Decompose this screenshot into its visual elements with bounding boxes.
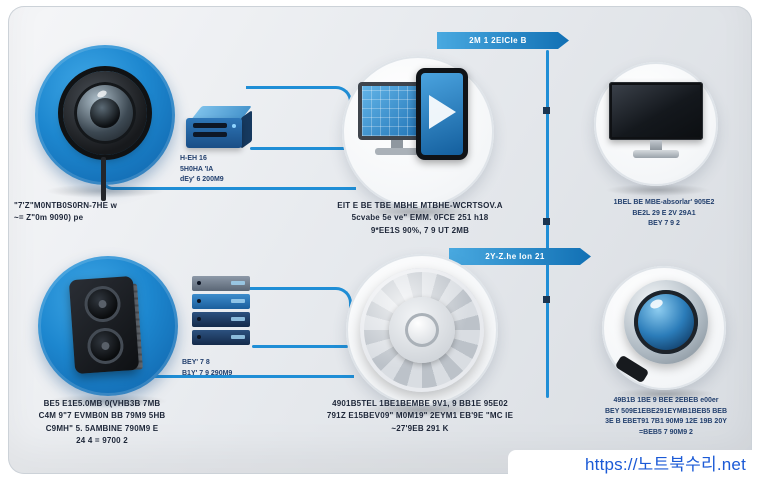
hub-circle-devices [342,56,494,208]
watermark-strip [508,450,760,480]
caption-line: ~= Z"0m 9090) pe [14,213,84,223]
timeline-line [546,252,549,398]
flat-monitor-icon [609,82,703,158]
timeline-dot [543,218,550,225]
flow-banner-1: 2M 1 2EICIe B [437,32,569,49]
caption-line: C9MH" 5. 5AMBINE 790M9 E [45,423,159,433]
watermark-link[interactable]: https://노트북수리.net [585,455,746,474]
caption-line: 1BEL BE MBE-absorlar' 905E2 [613,199,715,206]
caption-line: 5H0HA 'IA [180,165,214,173]
router-slot [193,132,227,137]
caption-line: =BEB5 7 90M9 2 [639,428,693,436]
monitor-base [375,148,419,155]
server-rack-icon [192,276,250,356]
hub-circle-speaker [38,256,178,396]
hub-circle-disc [346,254,498,406]
caption-line: BEY 509E1EBE291EYMB1BEB5 BEB [604,407,728,415]
caption-line: 49B1B 1BE 9 BEE 2EBEB e00er [613,397,719,404]
speaker-box-icon [68,275,140,375]
drop-shadow [605,184,710,196]
caption-line: 3E B EBET91 7B1 90M9 12E 19B 20Y [605,418,727,425]
webcam-lens-icon [624,280,708,364]
caption-line: 24 4 = 9700 2 [76,436,128,446]
caption-line: 9*EE1S 90%, 7 9 UT 2MB [370,225,470,235]
router-slot [193,123,227,128]
caption-row2-right: 49B1B 1BE 9 BEE 2EBEB e00er BEY 509E1EBE… [578,396,754,438]
metallic-disc-icon [360,268,484,392]
router-led [232,124,236,128]
caption-line: 5cvabe 5e ve" EMM. 0FCE 251 h18 [351,213,489,223]
caption-row1-center: EIT E BE TBE MBHE MTBHE-WCRTSOV.A 5cvabe… [292,200,548,237]
speaker-cone [83,284,122,324]
camera-lens-icon [63,71,147,155]
flow-banner-1-label: 2M 1 2EICIe B [469,36,527,45]
caption-router: H-EH 16 5H0HA 'IA dEy' 6 200M9 [180,154,264,186]
camera-stem [101,157,106,201]
tablet-screen [421,73,463,155]
speaker-cone-cap [101,341,110,351]
caption-line: C4M 9"7 EVMB0N BB 79M9 5HB [38,411,166,421]
connector-line [250,147,350,150]
caption-line: B1Y' 7 9 290M9 [182,369,233,377]
server-slab [192,312,250,327]
hub-circle-camera [35,45,175,201]
drop-shadow [612,388,717,400]
caption-line: ~27'9EB 291 K [391,423,449,433]
hub-circle-monitor [594,62,718,186]
caption-row2-center: 4901B5TEL 1BE1BEMBE 9V1, 9 BB1E 95E02 79… [284,398,556,435]
caption-line: dEy' 6 200M9 [180,176,224,183]
camera-lens-core [90,98,120,128]
caption-line: "7'Z"M0NTB0S0RN-7HE w [14,201,118,210]
flat-monitor-screen [612,85,700,137]
caption-row2-left: BE5 E1E5.0MB 0(VHB3B 7MB C4M 9"7 EVMB0N … [10,398,194,448]
speaker-cone [86,326,125,366]
server-slab [192,330,250,345]
caption-line: BE2L 29 E 2V 29A1 [632,209,696,217]
router-icon [186,106,252,154]
caption-row1-left: "7'Z"M0NTB0S0RN-7HE w ~= Z"0m 9090) pe [14,200,190,225]
flow-banner-2-label: 2Y-Z.he Ion 21 [485,252,545,261]
monitor-neck [391,140,403,148]
disc-hub [405,313,439,347]
connector-line [252,345,348,348]
webcam-lens [634,290,698,354]
caption-row1-right: 1BEL BE MBE-absorlar' 905E2 BE2L 29 E 2V… [580,198,748,230]
router-side-face [241,110,252,149]
server-slab [192,294,250,309]
tablet-icon [416,68,468,160]
tablet-screen-triangle [429,95,456,129]
caption-server: BEY' 7 8 B1Y' 7 9 290M9 [182,358,266,379]
hub-circle-webcam [602,266,726,390]
caption-line: H-EH 16 [180,155,207,162]
server-slab [192,276,250,291]
flow-banner-2: 2Y-Z.he Ion 21 [449,248,591,265]
flat-monitor-frame [609,82,703,140]
speaker-cone-cap [98,299,107,309]
timeline-dot [543,296,550,303]
flat-monitor-base [633,150,679,158]
caption-line: 791Z E15BEV09" M0M19" 2EYM1 EB'9E "MC IE [326,411,514,421]
caption-line: BEY 7 9 2 [648,220,680,227]
drop-shadow [358,403,486,417]
timeline-line [546,50,549,255]
connector-line [246,86,352,128]
drop-shadow [355,205,480,219]
caption-line: 4901B5TEL 1BE1BEMBE 9V1, 9 BB1E 95E02 [332,399,508,408]
caption-line: BEY' 7 8 [182,359,210,366]
timeline-dot [543,107,550,114]
flat-monitor-neck [650,140,662,150]
drop-shadow [48,394,168,408]
connector-line [250,287,352,329]
caption-line: BE5 E1E5.0MB 0(VHB3B 7MB [43,399,161,408]
caption-line: EIT E BE TBE MBHE MTBHE-WCRTSOV.A [337,201,503,210]
